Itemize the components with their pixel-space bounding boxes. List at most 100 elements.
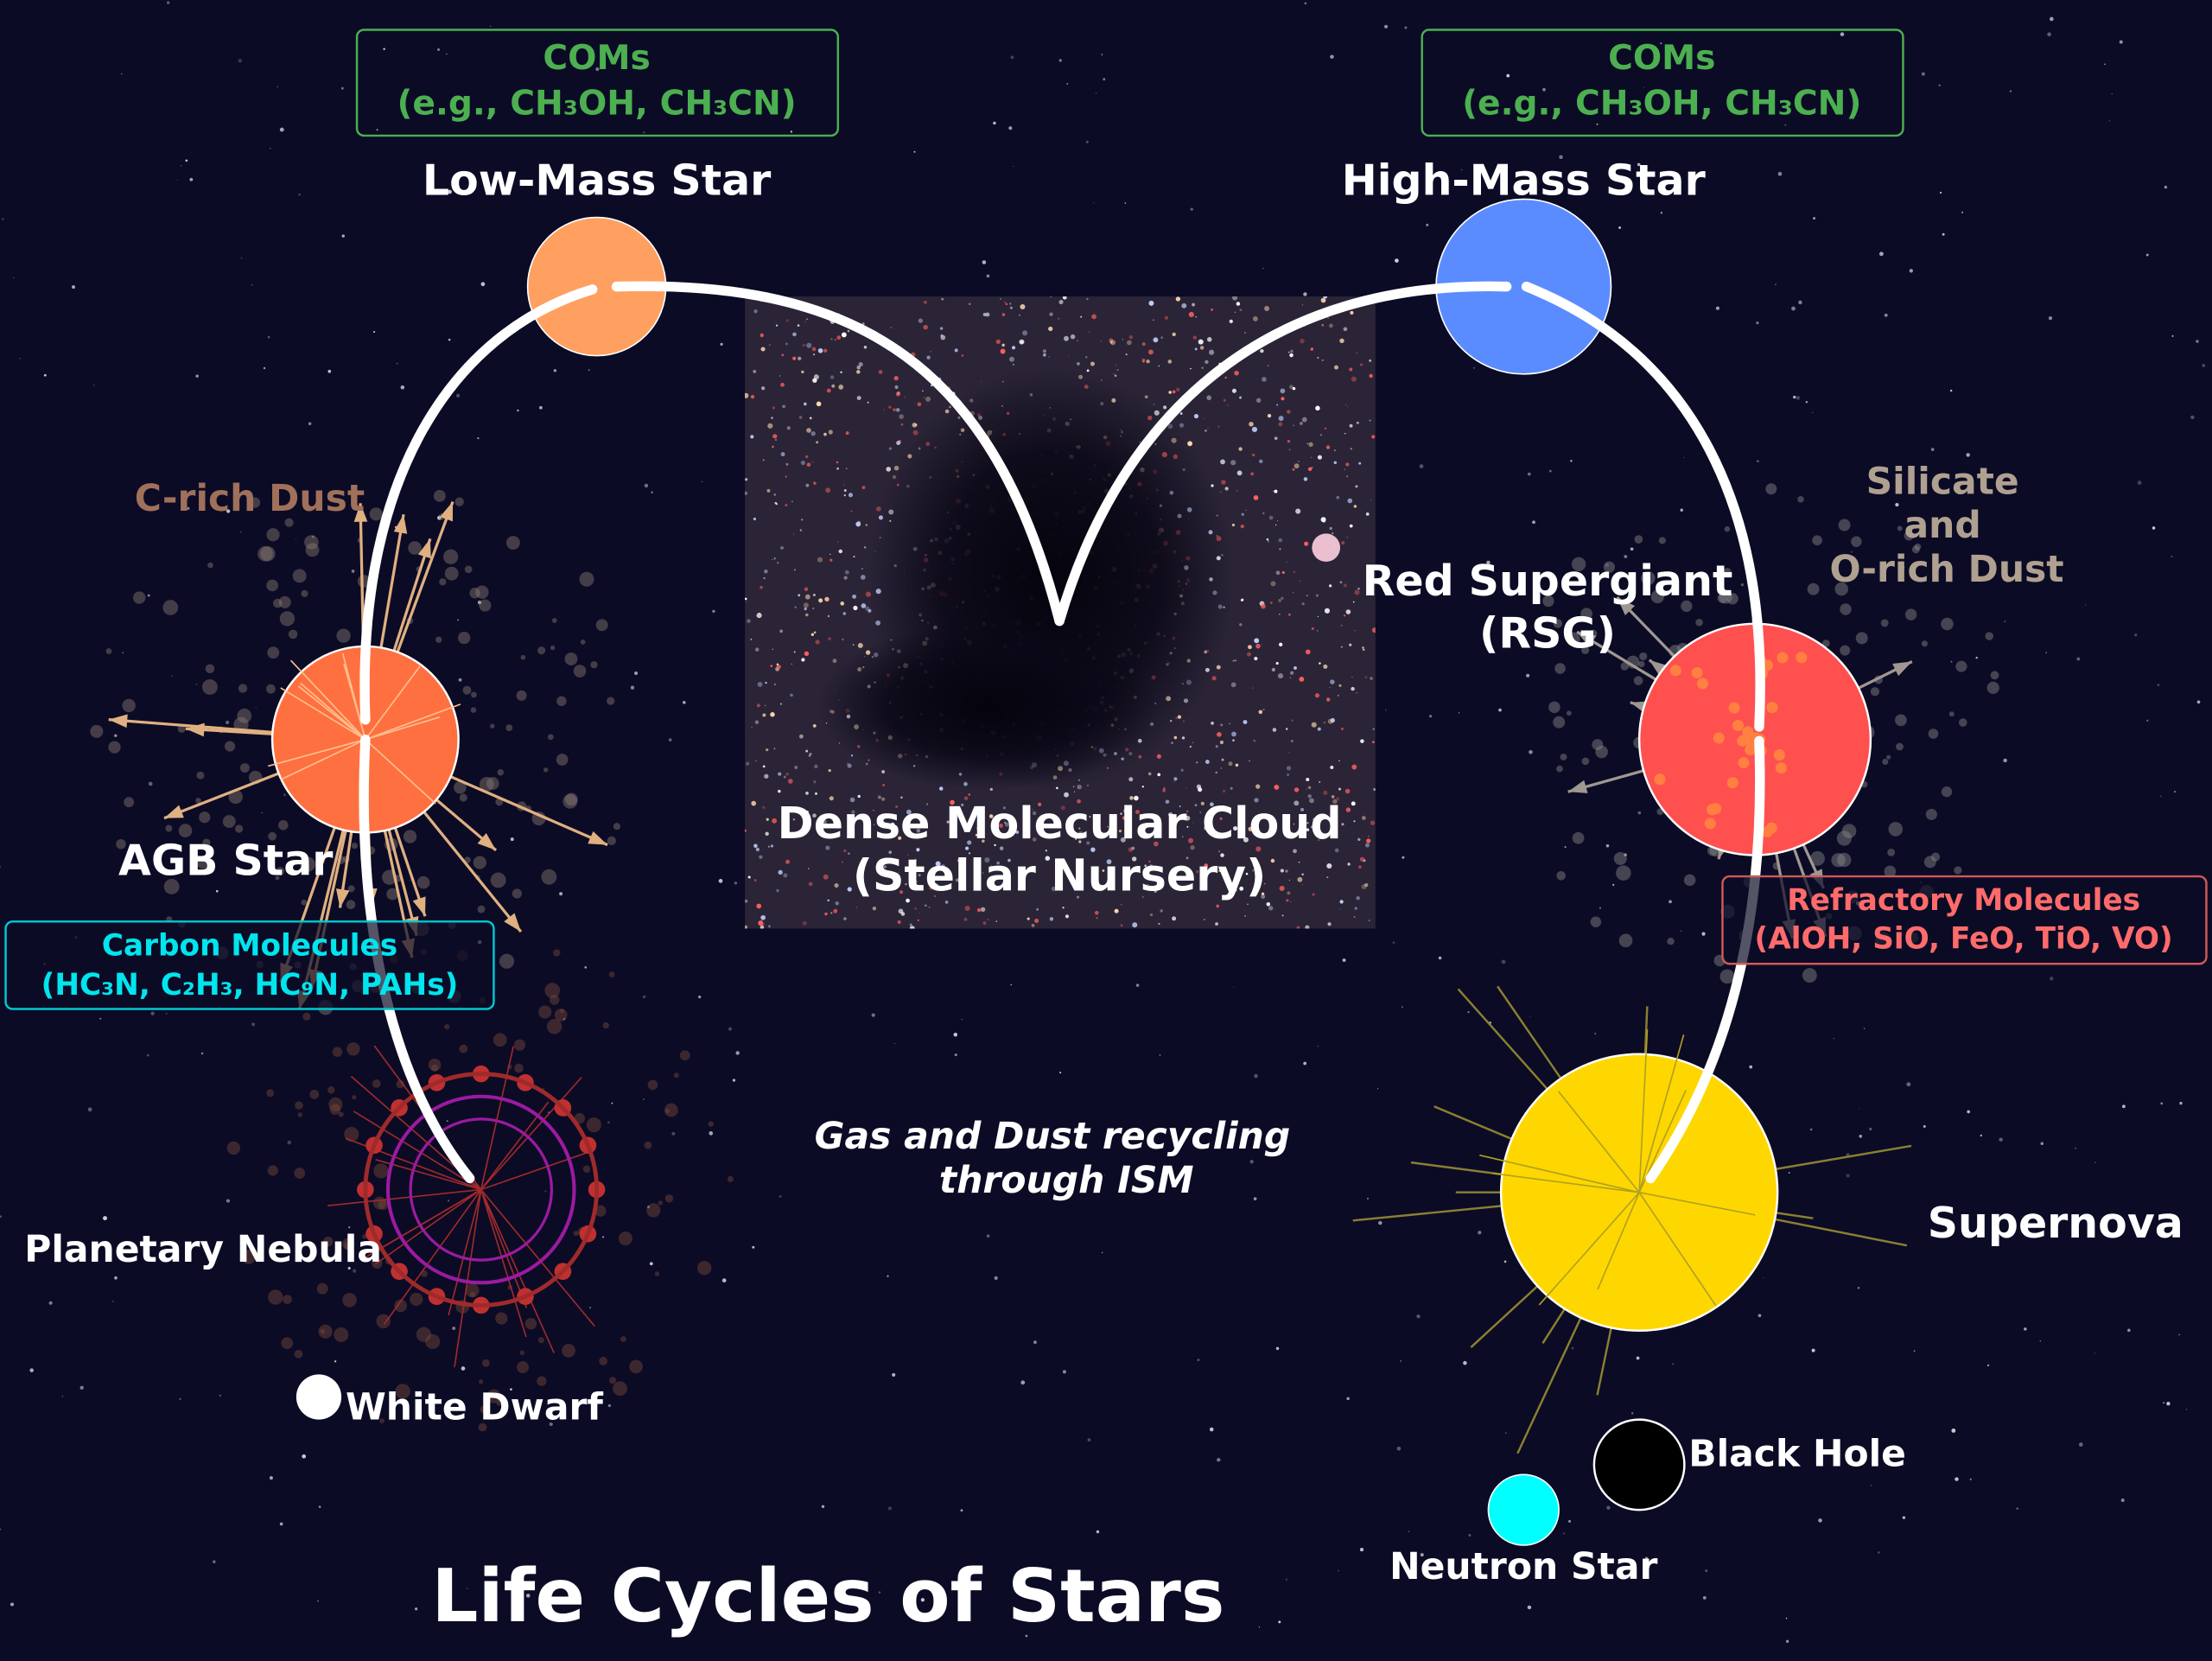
cloud-star bbox=[1349, 367, 1353, 372]
arrow-head bbox=[1567, 780, 1588, 793]
rsg-spot bbox=[1742, 726, 1754, 738]
cloud-star bbox=[1275, 661, 1279, 665]
dust-particle bbox=[495, 1312, 508, 1325]
cloud-star bbox=[1299, 676, 1305, 682]
cloud-star bbox=[853, 605, 858, 611]
bg-star bbox=[1949, 389, 1953, 392]
cloud-star bbox=[1027, 917, 1030, 920]
cloud-star bbox=[774, 684, 776, 685]
cloud-star bbox=[1241, 512, 1244, 516]
cloud-star bbox=[1058, 317, 1060, 320]
cloud-star bbox=[916, 829, 921, 833]
cloud-star bbox=[845, 468, 848, 470]
cloud-star bbox=[1313, 828, 1317, 831]
dust-particle bbox=[514, 1063, 524, 1073]
cloud-star bbox=[1076, 340, 1079, 342]
bg-star bbox=[683, 701, 686, 704]
bg-star bbox=[447, 1200, 450, 1202]
cloud-star bbox=[1280, 388, 1286, 394]
bg-star bbox=[1066, 83, 1069, 85]
ray bbox=[1538, 1192, 1640, 1306]
bg-star bbox=[1805, 401, 1808, 404]
cloud-star bbox=[1126, 340, 1132, 346]
cloud-star bbox=[1149, 864, 1154, 869]
cloud-star bbox=[804, 587, 809, 592]
bg-star bbox=[1680, 508, 1683, 512]
dust-particle bbox=[590, 661, 598, 669]
bg-star bbox=[1777, 171, 1783, 176]
cloud-star bbox=[755, 760, 757, 762]
dust-particle bbox=[410, 1292, 423, 1306]
bg-star bbox=[1384, 709, 1387, 711]
bg-star bbox=[1527, 472, 1531, 476]
cloud-star bbox=[1224, 487, 1229, 491]
dust-particle bbox=[428, 1058, 442, 1072]
bg-star bbox=[1338, 1569, 1339, 1572]
rsg-spot bbox=[1728, 702, 1740, 714]
cloud-star bbox=[1010, 830, 1014, 835]
cloud-star bbox=[1262, 512, 1265, 515]
cloud-star bbox=[1341, 541, 1345, 545]
lifecycle-arrows bbox=[359, 281, 1765, 1184]
dust-particle bbox=[1797, 496, 1804, 503]
cloud-star bbox=[933, 894, 937, 898]
cloud-star bbox=[1319, 662, 1321, 665]
cloud-star bbox=[867, 401, 869, 404]
cloud-star bbox=[1359, 856, 1365, 862]
bg-star bbox=[347, 1266, 351, 1270]
cloud-star bbox=[765, 831, 769, 837]
bg-star bbox=[279, 127, 284, 132]
bg-star bbox=[457, 619, 459, 621]
coms-left-title: COMs bbox=[543, 39, 650, 78]
bg-star bbox=[1612, 883, 1615, 886]
coms-left-box bbox=[355, 29, 840, 137]
bg-star bbox=[510, 837, 514, 842]
dust-particle bbox=[544, 983, 561, 998]
low-mass-star-label: Low-Mass Star bbox=[423, 156, 771, 205]
cloud-star bbox=[797, 324, 800, 327]
cloud-star bbox=[782, 404, 785, 409]
bg-star bbox=[1463, 1360, 1467, 1365]
bg-star bbox=[644, 483, 649, 488]
cloud-star bbox=[1162, 787, 1166, 790]
cloud-star bbox=[1000, 348, 1006, 354]
cloud-star bbox=[890, 326, 893, 329]
cloud-star bbox=[1343, 327, 1348, 332]
cloud-star bbox=[836, 335, 842, 340]
cloud-star bbox=[955, 818, 957, 821]
cloud-star bbox=[1181, 736, 1185, 740]
bg-star bbox=[276, 86, 278, 87]
cloud-star bbox=[838, 385, 844, 390]
cloud-star bbox=[791, 663, 792, 665]
cloud-star bbox=[1223, 398, 1226, 402]
bg-star bbox=[383, 48, 385, 50]
dust-particle bbox=[224, 741, 236, 752]
silicate-label-line2: and bbox=[1904, 505, 1981, 547]
arrow-head bbox=[393, 514, 408, 534]
bg-star bbox=[790, 130, 793, 133]
bg-star bbox=[1486, 560, 1491, 565]
cloud-star bbox=[1167, 360, 1173, 364]
dust-particle bbox=[562, 1344, 575, 1358]
bg-star bbox=[2127, 1328, 2131, 1333]
rsg-spot bbox=[1765, 822, 1777, 834]
cloud-star bbox=[1333, 461, 1338, 465]
cloud-star bbox=[849, 797, 855, 803]
bg-star bbox=[1980, 1134, 1983, 1137]
dust-particle bbox=[373, 1163, 389, 1179]
cloud-star bbox=[1205, 360, 1209, 365]
dust-particle bbox=[541, 869, 557, 885]
dust-particle bbox=[654, 1271, 660, 1276]
cloud-star bbox=[812, 724, 817, 728]
black-hole-label: Black Hole bbox=[1688, 1434, 1906, 1476]
dust-particle bbox=[403, 830, 417, 843]
cloud-star bbox=[1230, 682, 1236, 688]
cloud-star bbox=[1187, 837, 1194, 843]
dust-particle bbox=[1566, 710, 1572, 716]
cloud-star bbox=[813, 780, 817, 784]
bg-star bbox=[1416, 1314, 1421, 1319]
cloud-star bbox=[1356, 895, 1360, 901]
cloud-star bbox=[764, 704, 766, 707]
bg-star bbox=[1233, 986, 1235, 988]
cloud-star bbox=[1311, 825, 1313, 829]
